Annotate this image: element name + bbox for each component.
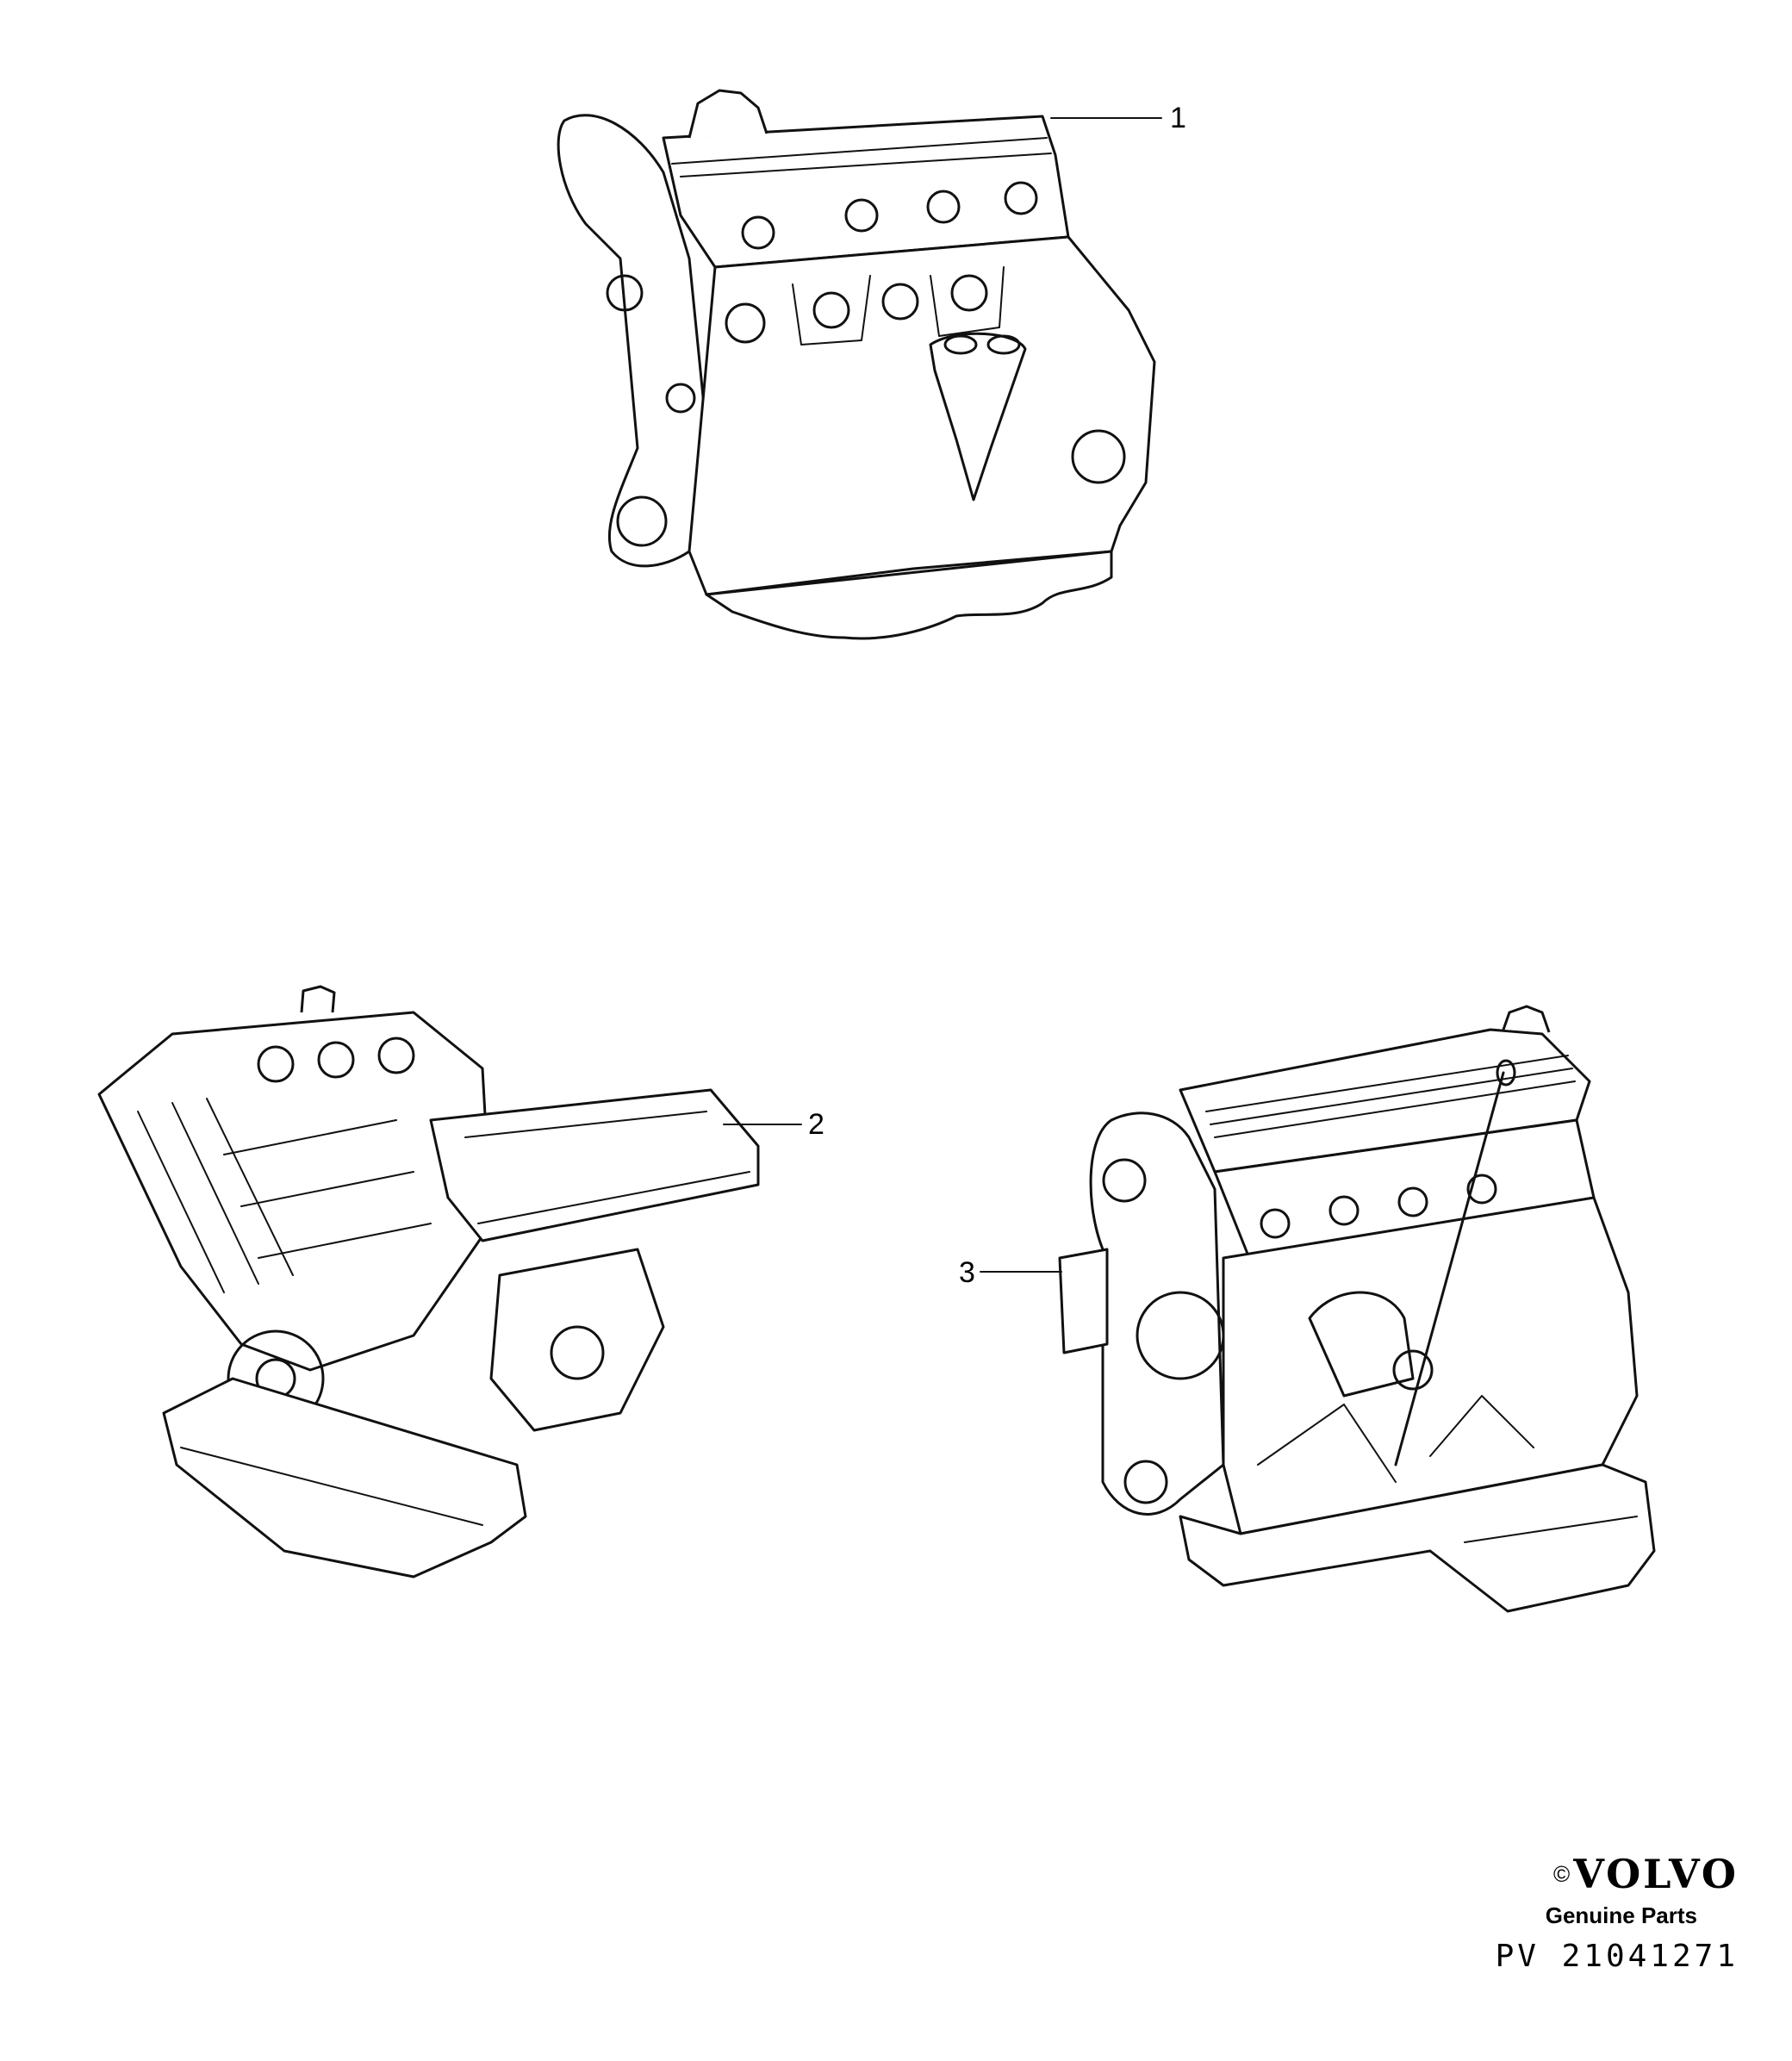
genuine-parts-tagline: Genuine Parts <box>1545 1902 1697 1928</box>
reference-number: PV 21041271 <box>1495 1939 1739 1974</box>
callout-2: 2 <box>808 1108 824 1141</box>
copyright-symbol: © <box>1553 1860 1571 1887</box>
volvo-logo: VOLVO <box>1573 1851 1739 1897</box>
callout-3: 3 <box>959 1256 975 1289</box>
callout-1: 1 <box>1170 102 1186 134</box>
volvo-brand-mark: ©VOLVO <box>1480 1851 1739 1897</box>
engine-3-illustration <box>980 1005 1656 1613</box>
engine-1-illustration <box>557 89 1162 640</box>
engine-2-illustration <box>97 985 802 1578</box>
